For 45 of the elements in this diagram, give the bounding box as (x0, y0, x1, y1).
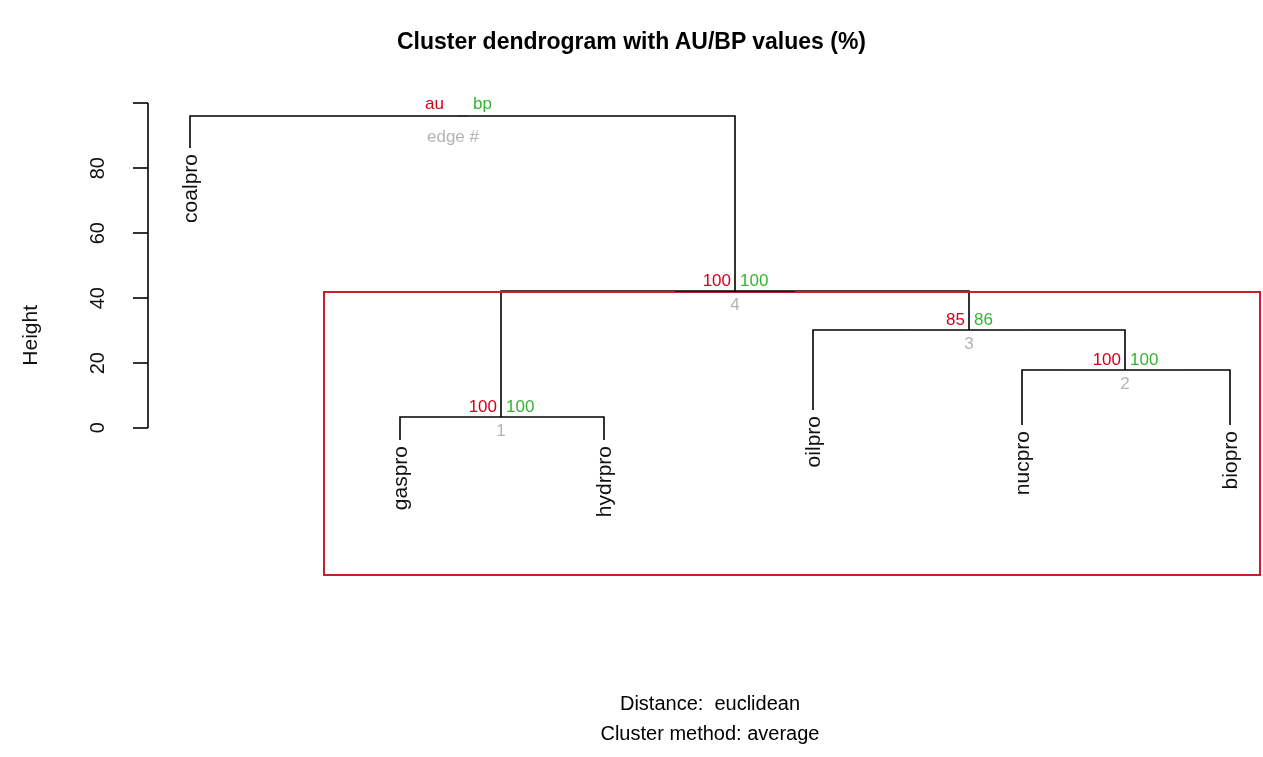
dendrogram-branch (1028, 329, 1126, 351)
merge-junction (441, 397, 561, 439)
bp-value: 100 (740, 271, 769, 290)
dendrogram-branch (1021, 369, 1066, 426)
dendrogram-branch (189, 115, 459, 149)
bp-value: 100 (1130, 350, 1159, 369)
caption-line: Distance: euclidean (618, 692, 802, 714)
edge-number: 1 (495, 421, 507, 440)
leaf-label: nucpro (1010, 425, 1034, 496)
merge-junction (1065, 350, 1185, 392)
merge-junction (675, 271, 795, 313)
tick-label: 60 (85, 221, 109, 245)
chart-title: Cluster dendrogram with AU/BP values (%) (396, 28, 867, 55)
bp-key: bp (473, 93, 492, 115)
au-value: 100 (1092, 350, 1121, 369)
tick-label: 80 (85, 156, 109, 180)
bp-value: 100 (506, 397, 535, 416)
au-value: 85 (946, 310, 965, 329)
leaf-label: gaspro (388, 440, 412, 511)
tick-label: 20 (85, 351, 109, 375)
dendrogram-branch (467, 115, 736, 272)
dendrogram-branch (1184, 369, 1231, 426)
au-value: 100 (702, 271, 731, 290)
edge-number: 3 (963, 334, 975, 353)
dendrogram-branch (560, 416, 605, 441)
dendrogram-branch (794, 290, 970, 311)
edge-number: 4 (729, 295, 741, 314)
axis-title: Height (18, 304, 42, 366)
edge-number: 2 (1119, 374, 1131, 393)
cluster-highlight-box (323, 291, 1261, 576)
edge-number-key: edge # (427, 126, 479, 148)
caption-line: Cluster method: average (599, 722, 821, 744)
au-key: au (425, 93, 444, 115)
bp-value: 86 (974, 310, 993, 329)
tick-label: 40 (85, 286, 109, 310)
leaf-label: coalpro (178, 148, 202, 223)
dendrogram-branch (399, 416, 442, 441)
merge-junction (909, 310, 1029, 352)
tick-label: 0 (85, 422, 109, 434)
au-value: 100 (468, 397, 497, 416)
leaf-label: hydrpro (592, 440, 616, 518)
dendrogram-branch (812, 329, 910, 411)
leaf-label: biopro (1218, 425, 1242, 490)
dendrogram-branch (500, 290, 676, 398)
leaf-label: oilpro (801, 410, 825, 468)
